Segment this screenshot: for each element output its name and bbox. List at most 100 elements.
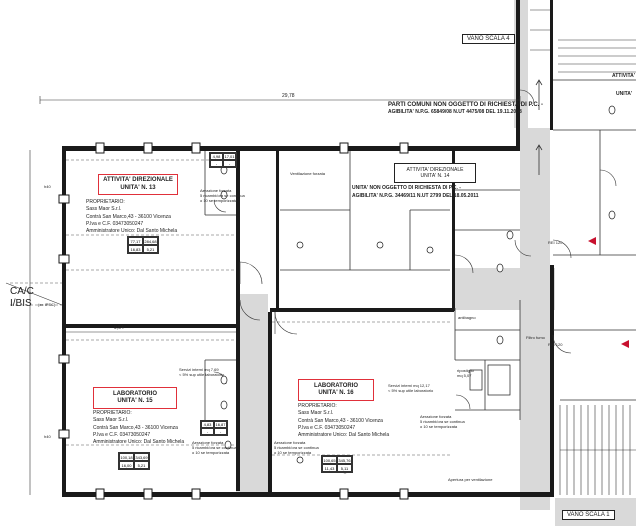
outer-walls: [62, 0, 554, 497]
services-line: < 5% sup utile laboratorio: [388, 388, 434, 394]
stair-label-top: VANO SCALA 4: [462, 34, 515, 44]
aeration-note-13: Aerazione forzata 5 ricambi/ora se conti…: [200, 188, 245, 204]
storage-line: ripostiglio: [457, 368, 474, 373]
aeration-note-15: Aerazione forzata 5 ricambi/ora se conti…: [192, 440, 237, 456]
aeration-note-16b: Aerazione forzata 5 ricambi/ora se conti…: [274, 440, 319, 456]
surface-table-15b: 4,83 16,87 - -: [200, 420, 228, 436]
owner-vat: P.Iva e C.F. 03473050247: [93, 431, 151, 438]
surface-cell: 77,17: [128, 237, 143, 245]
opening-note: Apertura per ventilazione: [448, 477, 493, 482]
surface-cell: 16,87: [214, 421, 227, 428]
services-line: < 5% sup utile laboratorio: [179, 372, 225, 378]
aeration-line: Aerazione forzata: [420, 414, 452, 419]
height-mark-2: h40: [44, 434, 51, 439]
owner-vat: P.Iva e C.F. 03473050247: [298, 424, 356, 431]
surface-cell: 345,76: [337, 456, 352, 464]
surface-cell: 100,18: [119, 453, 134, 461]
surface-cell: 11,43: [322, 464, 337, 472]
aeration-line: o 10 se temporizzata: [274, 450, 312, 456]
storage-line: mq 5,07: [457, 373, 472, 379]
axis-label-line1: CA/C: [10, 286, 34, 297]
surface-table-13: 77,17 284,68 16,83 5,21: [127, 236, 159, 254]
owner-address: Contrà San Marco,43 - 36100 Vicenza: [86, 213, 171, 220]
aeration-line: 5 ricambi/ora se continua: [200, 193, 245, 199]
stair-treads: [530, 9, 636, 495]
common-parts-line2: AGIBILITA' N.P.G. 65849/08 N.UT 4475/08 …: [388, 109, 522, 115]
owner-address: Contrà San Marco,43 - 36100 Vicenza: [93, 424, 178, 431]
dimension-top: 29,78: [282, 93, 295, 99]
unit-16-label: LABORATORIO UNITA' N. 16: [298, 379, 374, 401]
unit-15-label: LABORATORIO UNITA' N. 15: [93, 387, 177, 409]
services-note-15: Servizi interni mq 7,69 < 5% sup utile l…: [179, 367, 224, 377]
aeration-line: Aerazione forzata: [192, 440, 224, 445]
antibagno-note: antibagno: [458, 315, 476, 320]
owner-admin: Amministratore Unico: Dal Santo Michela: [86, 228, 178, 234]
aeration-line: Aerazione forzata: [274, 440, 306, 445]
surface-cell: 100,65: [322, 456, 337, 464]
owner-company: Sass Maor S.r.l.: [298, 410, 334, 417]
services-line: Servizi interni mq 7,69: [179, 367, 219, 372]
pillars: [58, 142, 409, 500]
axis-label-line2: I/BIS: [10, 298, 32, 309]
owner-heading: PROPRIETARIO:: [298, 403, 337, 409]
surface-cell: -: [201, 428, 214, 435]
dimension-lines: [5, 96, 521, 495]
dashed-lines: [10, 159, 450, 456]
height-mark-1: h40: [44, 184, 51, 189]
aeration-line: o 10 se temporizzata: [200, 198, 238, 204]
surface-cell: 343,69: [134, 453, 149, 461]
surface-cell: 284,68: [143, 237, 158, 245]
surface-table-16: 100,65 345,76 11,43 5,11: [321, 455, 353, 473]
ventilation-note: Ventilazione forzata: [290, 171, 325, 176]
dimension-mid: 9,64: [114, 325, 124, 331]
owner-block-15: PROPRIETARIO: Sass Maor S.r.l. Contrà Sa…: [93, 410, 184, 446]
unit-13-number: UNITA' N. 13: [120, 184, 156, 191]
aeration-line: 5 ricambi/ora se continua: [274, 445, 319, 451]
unit-14-label: ATTIVITA' DIREZIONALE UNITA' N. 14: [394, 163, 476, 183]
owner-company: Sass Maor S.r.l.: [93, 417, 129, 424]
aeration-line: Aerazione forzata: [200, 188, 232, 193]
surface-cell: 17,01: [223, 153, 236, 160]
owner-admin: Amministratore Unico: Dal Santo Michela: [93, 439, 185, 445]
aeration-note-16: Aerazione forzata 5 ricambi/ora se conti…: [420, 414, 465, 430]
unit-16-number: UNITA' N. 16: [318, 390, 354, 396]
unit-13-title: ATTIVITA' DIREZIONALE: [103, 177, 173, 183]
partition-lines: [204, 79, 636, 430]
unit-15-title: LABORATORIO: [112, 390, 158, 397]
right-unit-sub: UNITA': [616, 91, 633, 97]
owner-block-16: PROPRIETARIO: Sass Maor S.r.l. Contrà Sa…: [298, 403, 389, 439]
surface-cell: -: [214, 428, 227, 435]
services-line: Servizi interni mq 12,17: [388, 383, 430, 388]
surface-cell: 4,98: [210, 153, 223, 160]
owner-admin: Amministratore Unico: Dal Santo Michela: [298, 432, 390, 438]
smoke-filter-note: Filtro fumo: [526, 335, 545, 340]
axis-label-suffix: (ex IPEC): [38, 302, 56, 307]
surface-table-13b: 4,98 17,01 - -: [209, 152, 237, 168]
rei-ref-1: REI 120: [548, 240, 563, 245]
unit-14-title: ATTIVITA' DIREZIONALE: [406, 166, 464, 173]
surface-cell: -: [223, 160, 236, 167]
surface-cell: 5,11: [337, 464, 352, 472]
aeration-line: o 10 se temporizzata: [192, 450, 230, 456]
common-parts-line1: PARTI COMUNI NON OGGETTO DI RICHIESTA DI…: [388, 102, 544, 108]
services-note-16: Servizi interni mq 12,17 < 5% sup utile …: [388, 383, 433, 393]
owner-address: Contrà San Marco,43 - 36100 Vicenza: [298, 417, 383, 424]
surface-table-15: 100,18 343,69 16,00 5,21: [118, 452, 150, 470]
unit-13-label: ATTIVITA' DIREZIONALE UNITA' N. 13: [98, 174, 178, 195]
right-unit-title: ATTIVITA': [612, 73, 635, 79]
stair-label-bottom: VANO SCALA 1: [562, 510, 615, 520]
exit-arrows: [588, 237, 629, 348]
unit-14-note-line1: UNITA' NON OGGETTO DI RICHIESTA DI P.C. …: [352, 185, 461, 191]
owner-block-13: PROPRIETARIO: Sass Maor S.r.l. Contrà Sa…: [86, 199, 177, 235]
unit-15-number: UNITA' N. 15: [117, 398, 153, 404]
surface-cell: 4,83: [201, 421, 214, 428]
aeration-line: 5 ricambi/ora se continua: [420, 419, 465, 425]
unit-14-number: UNITA' N. 14: [420, 173, 450, 179]
owner-vat: P.Iva e C.F. 03473050247: [86, 220, 144, 227]
surface-cell: -: [210, 160, 223, 167]
aeration-line: 5 ricambi/ora se continua: [192, 445, 237, 451]
owner-heading: PROPRIETARIO:: [86, 199, 125, 205]
owner-company: Sass Maor S.r.l.: [86, 206, 122, 213]
surface-cell: 16,83: [128, 245, 143, 253]
surface-cell: 5,21: [134, 461, 149, 469]
